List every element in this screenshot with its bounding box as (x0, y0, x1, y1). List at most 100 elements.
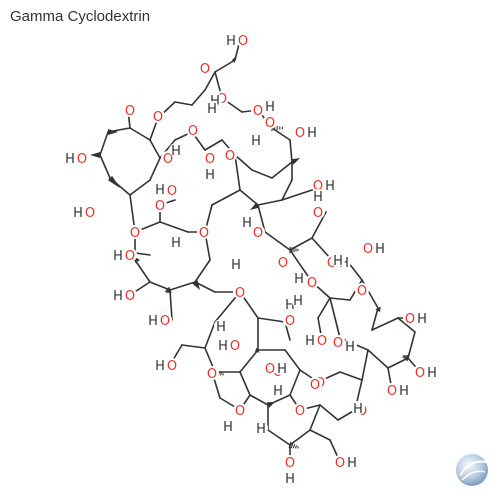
svg-text:O: O (225, 149, 235, 164)
hydroxyl-oxygen: O (293, 125, 307, 141)
bond (234, 154, 241, 191)
bond (129, 127, 151, 141)
wedge-bond (266, 402, 275, 408)
svg-text:H: H (285, 298, 295, 313)
ring-oxygen: O (331, 335, 345, 351)
svg-text:O: O (77, 152, 87, 167)
bond (387, 357, 409, 369)
svg-text:O: O (363, 242, 373, 257)
ring-oxygen: O (128, 225, 142, 241)
ring-hydrogen: H (229, 257, 243, 273)
hashed-bond (165, 286, 172, 294)
ring-hydrogen: H (249, 133, 263, 149)
svg-text:O: O (125, 104, 135, 119)
svg-text:H: H (113, 249, 123, 264)
hashed-bond (402, 354, 410, 362)
svg-text:O: O (207, 367, 217, 382)
bond (371, 307, 379, 331)
svg-text:O: O (307, 276, 317, 291)
bond (249, 394, 269, 406)
bond (169, 281, 196, 291)
svg-text:O: O (265, 362, 275, 377)
svg-text:O: O (125, 289, 135, 304)
bond (191, 89, 206, 106)
hydroxyl-hydrogen: H (216, 338, 230, 354)
svg-text:O: O (163, 152, 173, 167)
svg-text:O: O (153, 110, 163, 125)
hydroxyl-hydrogen: H (283, 471, 297, 487)
ring-oxygen: O (205, 366, 219, 382)
bond (239, 189, 259, 206)
bond (159, 221, 189, 233)
hydroxyl-oxygen: O (263, 361, 277, 377)
bond (289, 139, 293, 163)
svg-text:O: O (199, 226, 209, 241)
ring-oxygen: O (293, 403, 307, 419)
hydroxyl-hydrogen: H (345, 455, 359, 471)
svg-text:O: O (285, 314, 295, 329)
bond (257, 199, 283, 206)
hydroxyl-hydrogen: H (63, 151, 77, 167)
wedge-bond (255, 347, 260, 353)
svg-text:O: O (405, 312, 415, 327)
svg-text:H: H (216, 320, 226, 335)
bond (289, 429, 311, 446)
hydroxyl-oxygen: O (228, 338, 242, 354)
ring-hydrogen: H (240, 215, 254, 231)
svg-text:O: O (155, 199, 165, 214)
bond (211, 189, 241, 206)
ring-hydrogen: H (169, 143, 183, 159)
svg-text:O: O (217, 92, 227, 107)
bond (329, 297, 341, 339)
svg-text:H: H (205, 168, 215, 183)
bond-layer (90, 39, 421, 463)
ring-oxygen: O (223, 148, 237, 164)
ring-oxygen: O (308, 377, 322, 393)
bond (284, 349, 301, 371)
svg-text:O: O (333, 336, 343, 351)
bond (149, 139, 161, 159)
ring-oxygen: O (251, 225, 265, 241)
bond (181, 344, 206, 349)
hydroxyl-hydrogen: H (263, 99, 277, 115)
bond (234, 154, 253, 171)
ring-hydrogen: H (331, 253, 345, 269)
svg-text:O: O (295, 404, 305, 419)
svg-text:H: H (417, 312, 427, 327)
svg-text:H: H (273, 384, 283, 399)
hydroxyl-hydrogen: H (323, 178, 337, 194)
svg-text:H: H (399, 384, 409, 399)
ring-hydrogen: H (205, 101, 219, 117)
bond (194, 259, 211, 283)
wedge-bond (290, 158, 300, 165)
ring-oxygen: O (123, 103, 137, 119)
hydroxyl-oxygen: O (385, 383, 399, 399)
svg-text:O: O (85, 206, 95, 221)
svg-text:O: O (125, 249, 135, 264)
hydroxyl-oxygen: O (153, 198, 167, 214)
hydroxyl-hydrogen: H (146, 313, 160, 329)
wedge-bond (107, 175, 120, 188)
bond (361, 349, 369, 381)
svg-text:H: H (65, 152, 75, 167)
svg-text:O: O (310, 378, 320, 393)
svg-text:H: H (427, 366, 437, 381)
bond (204, 139, 223, 151)
ring-oxygen: O (276, 255, 290, 271)
svg-text:H: H (256, 422, 266, 437)
svg-text:O: O (200, 62, 210, 77)
hydroxyl-oxygen: O (413, 365, 427, 381)
svg-text:H: H (73, 206, 83, 221)
svg-text:H: H (325, 179, 335, 194)
svg-text:O: O (415, 366, 425, 381)
bond (214, 59, 236, 73)
svg-text:H: H (155, 183, 165, 198)
svg-text:H: H (285, 472, 295, 487)
bond (317, 297, 331, 319)
bond (129, 179, 151, 196)
svg-text:H: H (353, 402, 363, 417)
bond (99, 131, 109, 156)
svg-text:O: O (160, 314, 170, 329)
ring-hydrogen: H (292, 271, 306, 287)
hydroxyl-hydrogen: H (425, 365, 439, 381)
